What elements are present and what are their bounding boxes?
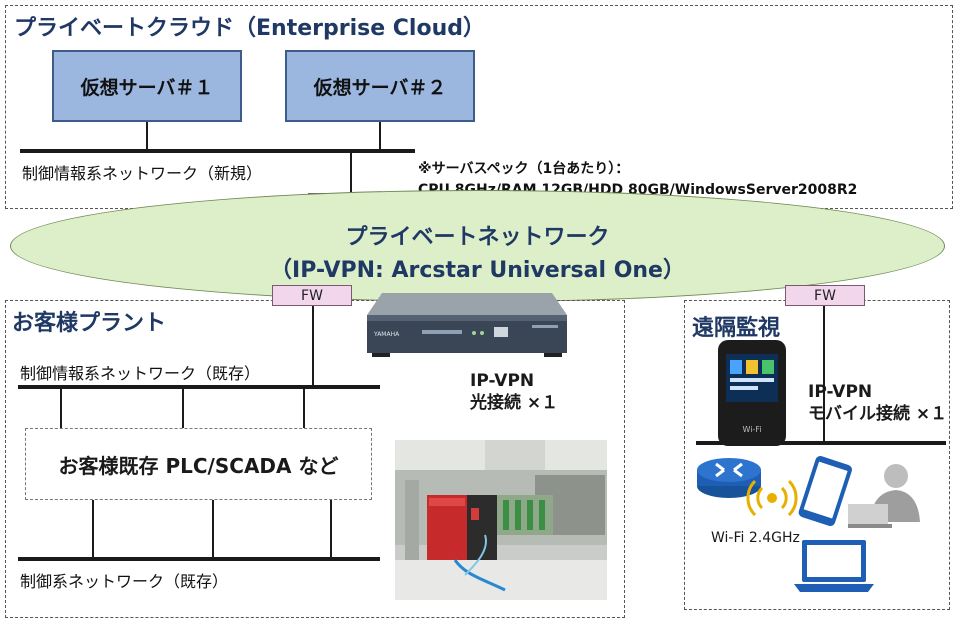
cloud-network-bus	[20, 149, 415, 153]
cloud-network-label: 制御情報系ネットワーク（新規）	[22, 164, 263, 183]
server2-connector	[379, 122, 381, 150]
remote-network-bus	[696, 441, 946, 445]
private-network-ellipse	[10, 190, 945, 302]
control-connector-2	[212, 500, 214, 558]
virtual-server-2[interactable]: 仮想サーバ＃２	[285, 50, 475, 122]
svg-text:Wi-Fi: Wi-Fi	[742, 425, 761, 434]
remote-fw-connector	[823, 306, 825, 442]
server1-connector	[146, 122, 148, 150]
plant-firewall[interactable]: FW	[272, 285, 352, 306]
wifi-label: Wi-Fi 2.4GHz	[711, 530, 800, 546]
plc-connector-3	[303, 389, 305, 429]
router-icon	[697, 458, 761, 498]
plant-vpn-label-2: 光接続 ×１	[470, 393, 559, 413]
private-cloud-title: プライベートクラウド（Enterprise Cloud）	[14, 16, 486, 41]
control-connector-1	[92, 500, 94, 558]
control-network-label: 制御系ネットワーク（既存）	[20, 572, 229, 591]
mobile-router-icon: Wi-Fi	[718, 340, 786, 446]
user-icon	[848, 464, 920, 528]
control-network-bus	[18, 557, 380, 561]
plant-fw-connector	[312, 306, 314, 386]
remote-firewall[interactable]: FW	[785, 285, 865, 306]
remote-monitoring-title: 遠隔監視	[692, 316, 781, 341]
svg-text:YAMAHA: YAMAHA	[373, 331, 400, 338]
remote-vpn-label-1: IP-VPN	[808, 382, 873, 402]
plant-info-network-bus	[18, 385, 380, 389]
private-network-subtitle: （IP-VPN: Arcstar Universal One）	[270, 258, 685, 283]
customer-plant-title: お客様プラント	[12, 311, 167, 336]
plant-vpn-label-1: IP-VPN	[470, 371, 535, 391]
cloud-fw-connector	[350, 153, 352, 193]
plc-connector-2	[182, 389, 184, 429]
laptop-icon	[794, 540, 874, 592]
plc-cabinet-photo	[395, 440, 607, 600]
plc-connector-1	[60, 389, 62, 429]
server-spec-heading: ※サーバスペック（1台あたり）：	[418, 161, 630, 177]
remote-vpn-label-2: モバイル接続 ×１	[808, 404, 948, 424]
tablet-icon	[798, 456, 852, 527]
private-network-title: プライベートネットワーク	[345, 225, 610, 250]
control-connector-3	[330, 500, 332, 558]
plc-scada-box[interactable]: お客様既存 PLC/SCADA など	[25, 428, 372, 500]
plant-info-network-label: 制御情報系ネットワーク（既存）	[20, 364, 261, 383]
virtual-server-1[interactable]: 仮想サーバ＃１	[52, 50, 242, 122]
wifi-signal-icon	[746, 479, 798, 517]
vpn-router-image: YAMAHA	[367, 293, 567, 357]
